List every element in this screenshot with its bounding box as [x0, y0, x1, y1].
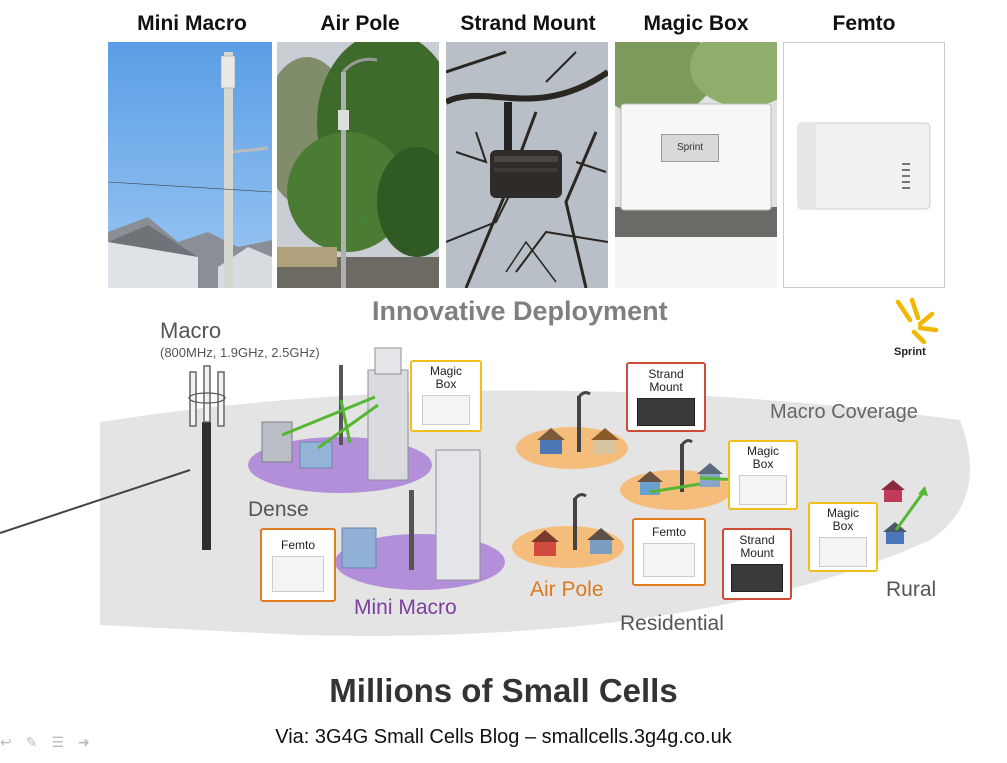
macro-bands: (800MHz, 1.9GHz, 2.5GHz) [160, 345, 320, 360]
column-label-femto: Femto [832, 12, 896, 35]
footer-title: Millions of Small Cells [329, 672, 678, 709]
photo-femto [783, 42, 945, 288]
strand-mount-device-icon [637, 398, 695, 426]
sprint-logo-text: Sprint [894, 346, 926, 358]
zone-label-mini-macro: Mini Macro [354, 596, 457, 619]
deployment-diagram [0, 347, 970, 636]
callout-magic-box-residential: Magic Box [728, 440, 798, 510]
column-label-strand-mount: Strand Mount [460, 12, 596, 35]
magic-box-screen: Sprint [661, 134, 719, 162]
magic-box-device-icon [819, 537, 867, 567]
callout-label: Femto [651, 525, 686, 539]
column-label-air-pole: Air Pole [320, 12, 400, 35]
callout-label-line2: Box [435, 377, 457, 391]
strand-mount-device-icon [731, 564, 783, 592]
zone-label-macro-coverage: Macro Coverage [770, 401, 918, 423]
femto-device-icon [272, 556, 324, 592]
next-icon[interactable]: ➜ [78, 734, 90, 750]
callout-label-line2: Mount [649, 380, 683, 394]
macro-title: Macro [160, 318, 222, 343]
callout-label-line1: Magic [826, 506, 859, 520]
callout-label-line2: Box [832, 519, 854, 533]
callout-femto-residential: Femto [632, 518, 706, 586]
zone-label-residential: Residential [620, 612, 724, 635]
callout-label-line1: Strand [648, 367, 684, 381]
callout-label-line2: Mount [740, 546, 774, 560]
sprint-logo-icon [895, 297, 939, 345]
callout-femto-dense: Femto [260, 528, 336, 602]
magic-box-device-icon [739, 475, 787, 505]
photo-magic-box: Sprint [615, 42, 777, 288]
callout-label-line1: Magic [746, 444, 779, 458]
callout-label-line2: Box [752, 457, 774, 471]
section-title: Innovative Deployment [372, 296, 668, 326]
zone-label-dense: Dense [248, 498, 309, 521]
callout-magic-box-dense: Magic Box [410, 360, 482, 432]
column-label-magic-box: Magic Box [643, 12, 749, 35]
callout-label-line1: Strand [739, 533, 775, 547]
photo-mini-macro [108, 42, 272, 288]
zone-label-rural: Rural [886, 578, 937, 601]
previous-icon[interactable]: ↩ [0, 734, 12, 750]
magic-box-device-icon [422, 395, 470, 425]
callout-strand-mount-top: Strand Mount [626, 362, 706, 432]
photo-air-pole [277, 42, 439, 288]
callout-label-line1: Magic [429, 364, 462, 378]
sprint-logo: Sprint [888, 296, 944, 366]
slideshow-toolbar[interactable]: ↩ ✎ ☰ ➜ [0, 734, 90, 751]
callout-label: Femto [280, 538, 315, 552]
pen-icon[interactable]: ✎ [25, 734, 38, 750]
callout-strand-mount-bottom: Strand Mount [722, 528, 792, 600]
callout-magic-box-rural: Magic Box [808, 502, 878, 572]
femto-device-icon [643, 543, 695, 577]
photo-strand-mount [446, 42, 608, 288]
zone-label-air-pole: Air Pole [530, 578, 604, 601]
footer-source: Via: 3G4G Small Cells Blog – smallcells.… [275, 726, 732, 748]
menu-icon[interactable]: ☰ [51, 734, 65, 750]
column-label-mini-macro: Mini Macro [137, 12, 247, 35]
